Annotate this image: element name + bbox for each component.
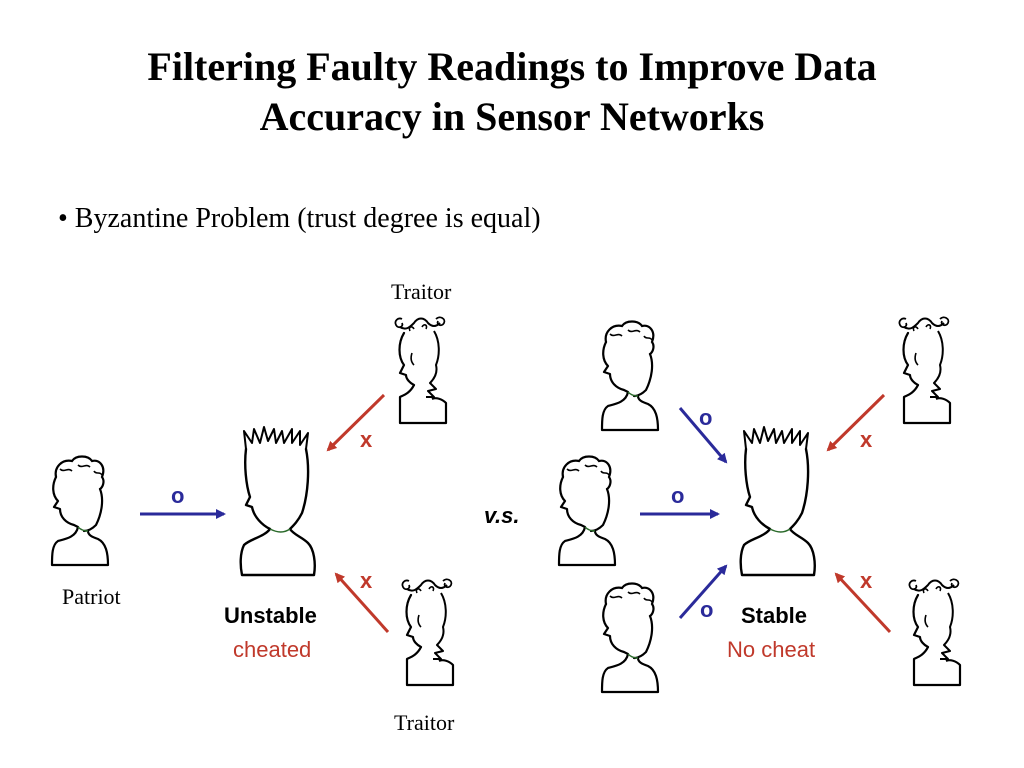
right-result-label: No cheat	[727, 637, 816, 662]
traitor-top-arrow	[326, 393, 386, 452]
right-state-label: Stable	[741, 603, 808, 628]
receiver-figure-icon	[739, 425, 816, 577]
traitor-top-arrow	[826, 393, 886, 452]
patriot-figure-icon	[50, 455, 110, 567]
receiver-figure-icon	[239, 425, 316, 577]
traitor-top-label: Traitor	[391, 279, 452, 304]
mark-bottom: o	[700, 597, 714, 622]
traitor-bottom-label: Traitor	[394, 710, 455, 735]
patriot-mark: o	[171, 483, 185, 508]
versus-label: v.s.	[484, 503, 520, 528]
mark-top: o	[699, 405, 713, 430]
traitor-top-figure-icon	[898, 316, 952, 425]
left-state-label: Unstable	[224, 603, 317, 628]
mark-middle: o	[671, 483, 685, 508]
left-result-label: cheated	[233, 637, 312, 662]
title-line-2: Accuracy in Sensor Networks	[259, 94, 765, 139]
bullet-point: • Byzantine Problem (trust degree is equ…	[58, 203, 541, 234]
patriot-top-arrow	[678, 407, 728, 464]
traitor-top-figure-icon	[394, 316, 448, 425]
traitor-bottom-figure-icon	[401, 578, 455, 687]
traitor-bottom-arrow	[834, 572, 892, 634]
traitor-top-mark: x	[360, 427, 373, 452]
traitor-bottom-arrow	[334, 572, 390, 634]
patriot-top-figure-icon	[600, 320, 660, 432]
patriot-bottom-figure-icon	[600, 582, 660, 694]
patriot-bottom-arrow	[678, 564, 728, 619]
title-line-1: Filtering Faulty Readings to Improve Dat…	[147, 44, 877, 89]
patriot-middle-figure-icon	[557, 455, 617, 567]
slide-title: Filtering Faulty Readings to Improve Dat…	[0, 42, 1024, 142]
traitor-bottom-figure-icon	[908, 578, 962, 687]
traitor-top-mark: x	[860, 427, 873, 452]
traitor-bottom-mark: x	[360, 568, 373, 593]
traitor-bottom-mark: x	[860, 568, 873, 593]
patriot-label: Patriot	[62, 584, 121, 609]
